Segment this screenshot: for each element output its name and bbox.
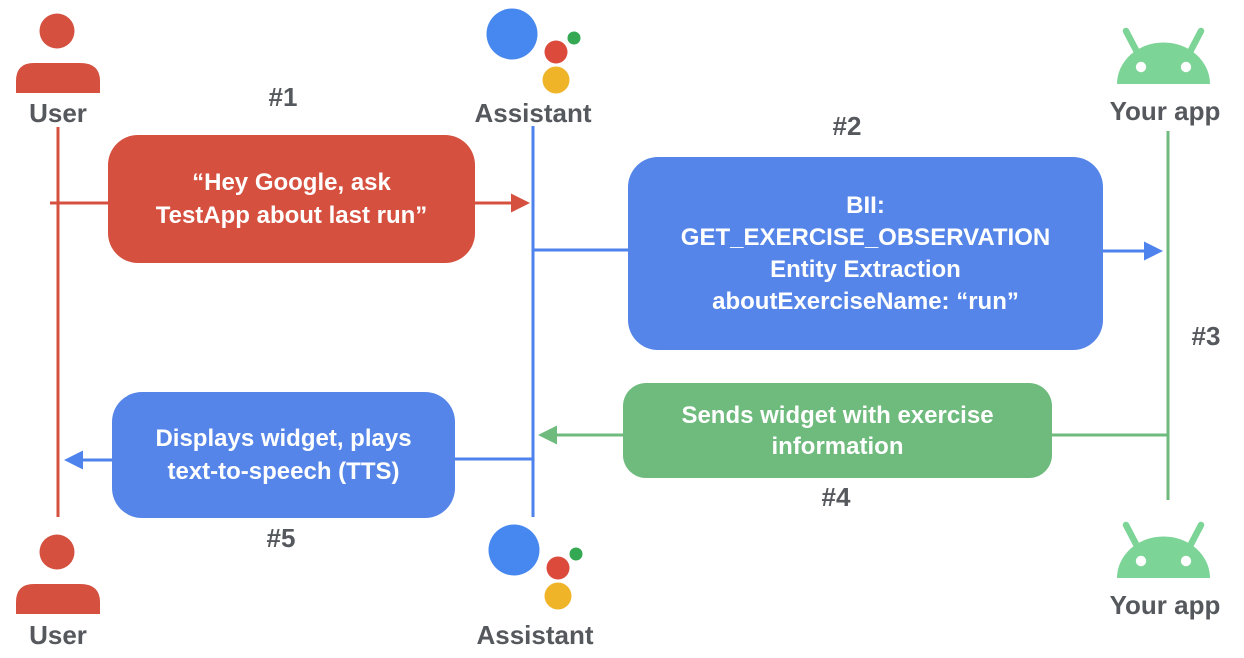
android-robot-icon <box>1117 27 1210 84</box>
step1-message-box: “Hey Google, ask TestApp about last run” <box>108 135 475 263</box>
step2-number-label: #2 <box>832 111 862 141</box>
person-head <box>39 13 75 49</box>
android-head <box>1117 536 1210 578</box>
android-robot-icon <box>1117 521 1210 578</box>
android-left-eye <box>1135 61 1147 73</box>
assistant-bottom-label: Assistant <box>476 620 594 650</box>
person-body <box>16 63 100 93</box>
android-right-eye <box>1180 555 1192 567</box>
step3-number-label: #3 <box>1191 321 1221 351</box>
step2-arrowhead-icon <box>1144 241 1163 261</box>
step2-message-box: BII: GET_EXERCISE_OBSERVATION Entity Ext… <box>628 157 1103 350</box>
person-icon <box>16 13 100 93</box>
android-left-antenna <box>1122 27 1141 56</box>
person-icon <box>16 534 100 614</box>
assistant-blue-circle <box>486 8 538 60</box>
google-assistant-icon <box>486 8 581 94</box>
android-right-antenna <box>1186 521 1205 550</box>
assistant-blue-circle <box>488 524 540 576</box>
person-head <box>39 534 75 570</box>
step1-arrowhead-icon <box>511 193 530 213</box>
assistant-yellow-dot <box>542 66 570 94</box>
assistant-yellow-dot <box>544 582 572 610</box>
step5-number-label: #5 <box>266 523 296 553</box>
assistant-red-dot <box>544 40 568 64</box>
assistant-green-dot <box>567 31 581 45</box>
assistant-top-label: Assistant <box>474 98 592 128</box>
app-top-label: Your app <box>1109 96 1221 126</box>
android-right-eye <box>1180 61 1192 73</box>
step5-message-box: Displays widget, plays text-to-speech (T… <box>112 392 455 518</box>
step4-message-box: Sends widget with exercise information <box>623 383 1052 478</box>
android-left-antenna <box>1122 521 1141 550</box>
android-right-antenna <box>1186 27 1205 56</box>
step1-number-label: #1 <box>268 82 298 112</box>
assistant-red-dot <box>546 556 570 580</box>
app-bottom-label: Your app <box>1109 590 1221 620</box>
android-head <box>1117 42 1210 84</box>
user-bottom-label: User <box>29 620 87 650</box>
google-assistant-icon <box>488 524 583 610</box>
step4-arrowhead-icon <box>538 425 557 445</box>
assistant-green-dot <box>569 547 583 561</box>
android-left-eye <box>1135 555 1147 567</box>
step5-arrowhead-icon <box>64 450 83 470</box>
person-body <box>16 584 100 614</box>
user-top-label: User <box>29 98 87 128</box>
step4-number-label: #4 <box>821 482 851 512</box>
